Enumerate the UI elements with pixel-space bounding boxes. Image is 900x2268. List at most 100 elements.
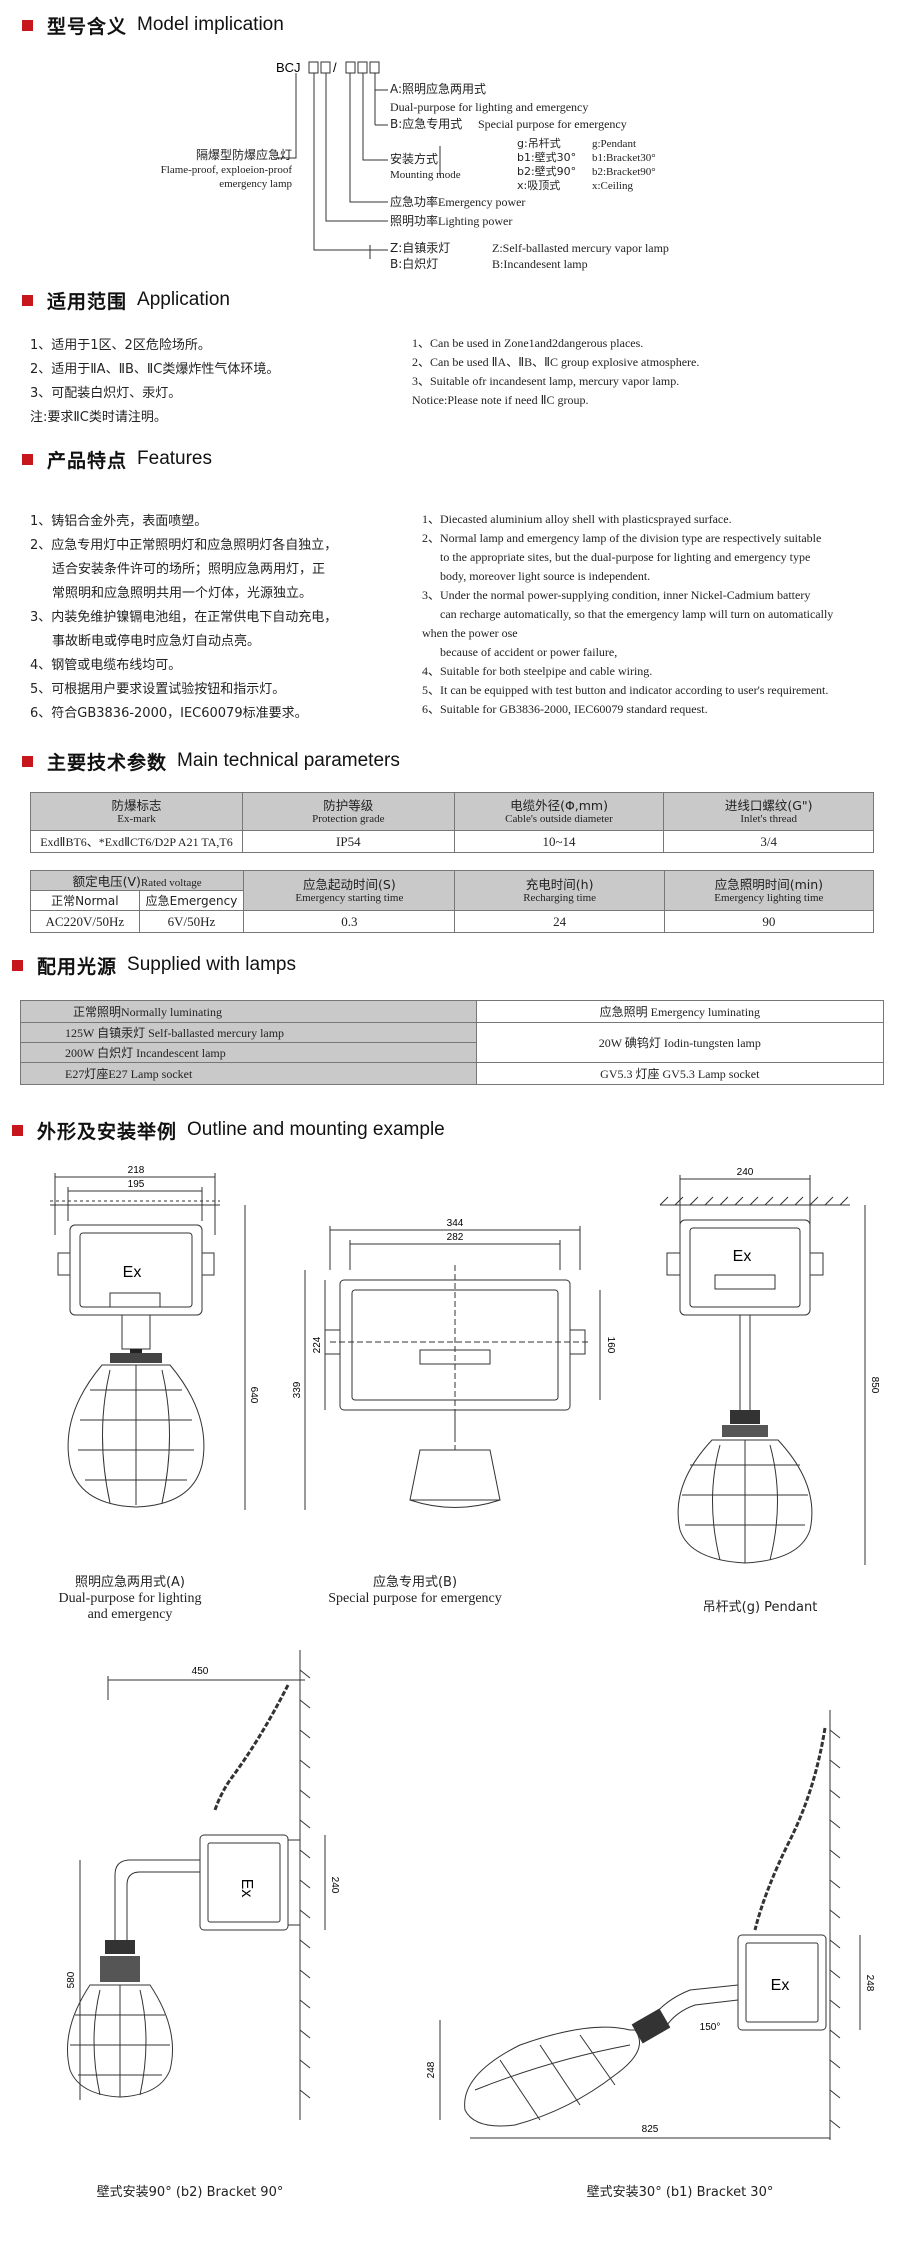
mount-b2-en: b2:Bracket90° (592, 166, 656, 178)
model-mount-en: Mounting mode (390, 169, 461, 181)
model-code-diagram: BCJ / (275, 60, 441, 259)
model-b-cn: B:应急专用式 (390, 117, 463, 131)
model-lighting-power: 照明功率Lighting power (390, 214, 512, 229)
section-header-outline: 外形及安装举例 Outline and mounting example (12, 1115, 445, 1145)
application-list-en: 1、Can be used in Zone1and2dangerous plac… (412, 334, 699, 410)
params-cell: 3/4 (663, 830, 874, 853)
header-en: Emergency lighting time (714, 891, 824, 904)
caption-en: Special purpose for emergency (328, 1591, 502, 1606)
dim-width-inner: 195 (128, 1179, 145, 1190)
header-cn: 应急照明时间(min) (714, 876, 824, 892)
params-cell: ExdⅡBT6、*ExdⅡCT6/D2P A21 TA,T6 (30, 830, 243, 853)
mount-g-cn: g:吊杆式 (517, 137, 561, 150)
caption-special-purpose: 应急专用式(B) Special purpose for emergency (285, 1575, 545, 1607)
lamp-cap (100, 1956, 140, 1982)
rated-en: Rated voltage (140, 877, 202, 889)
section-title-en: Outline and mounting example (187, 1119, 445, 1140)
drawing-dual-purpose: 218 195 Ex 640 (50, 1165, 259, 1510)
rated-voltage-header: 额定电压(V)Rated voltage (29, 870, 245, 891)
model-z-cn: Z:自镇汞灯 (390, 241, 451, 255)
lamp-collar (730, 1410, 760, 1424)
dim-width-outer: 344 (447, 1218, 464, 1229)
dim-height-inner: 160 (605, 1337, 616, 1354)
dim-height-total: 580 (66, 1971, 77, 1988)
drawing-special-purpose: 344 282 339 224 160 (292, 1218, 616, 1510)
lamps-left-cell: 200W 白炽灯 Incandescent lamp (20, 1042, 477, 1063)
ex-mark: Ex (771, 1977, 790, 1994)
feature-line-en: when the power ose (422, 626, 518, 640)
section-title-en: Features (137, 448, 212, 469)
caption-en: Dual-purpose for lighting (58, 1591, 202, 1606)
section-title-en: Model implication (137, 14, 284, 35)
section-title-cn: 主要技术参数 (47, 751, 168, 774)
angle-label: 150° (700, 2022, 721, 2033)
section-title-en: Supplied with lamps (127, 954, 296, 975)
dim-height: 850 (869, 1377, 880, 1394)
features-list-en: 1、Diecasted aluminium alloy shell with p… (422, 510, 833, 719)
header-cn: 应急起动时间(S) (303, 876, 396, 892)
model-bb-en: B:Incandesent lamp (492, 257, 588, 271)
model-name-en2: emergency lamp (219, 178, 292, 190)
caption-bracket-30: 壁式安装30° (b1) Bracket 30° (586, 2185, 774, 2200)
dim-height-total: 339 (292, 1381, 303, 1398)
caption-en: and emergency (87, 1607, 173, 1622)
feature-line-en: 6、Suitable for GB3836-2000, IEC60079 sta… (422, 702, 708, 716)
application-item-en: 3、Suitable ofr incandesent lamp, mercury… (412, 374, 680, 388)
model-bb-cn: B:白炽灯 (390, 257, 439, 271)
params-cell: 0.3 (243, 910, 456, 933)
model-z-en: Z:Self-ballasted mercury vapor lamp (492, 241, 669, 255)
lighting-power-en: Lighting power (438, 214, 513, 228)
emergency-header: 应急Emergency (138, 890, 245, 911)
params-header: 进线口螺纹(G")Inlet's thread (663, 792, 874, 831)
drawing-pendant: 240 Ex 850 (659, 1167, 880, 1565)
section-title-en: Application (137, 289, 230, 310)
emergency-power-en: Emergency power (438, 195, 526, 209)
mount-x-cn: x:吸顶式 (517, 179, 561, 192)
model-mount-cn: 安装方式 (390, 152, 439, 166)
application-item-cn: 注:要求ⅡC类时请注明。 (30, 410, 167, 425)
section-header-lamps: 配用光源 Supplied with lamps (12, 950, 296, 980)
feature-line-en: body, moreover light source is independe… (440, 569, 651, 583)
dim-height-lamp: 248 (426, 2061, 437, 2078)
model-emergency-power: 应急功率Emergency power (390, 195, 525, 210)
header-cn: 防爆标志 (111, 797, 162, 813)
section-title-cn: 配用光源 (37, 955, 118, 978)
params-cell: 24 (454, 910, 665, 933)
section-marker (22, 294, 33, 306)
mount-b1-cn: b1:壁式30° (517, 151, 577, 164)
header-en: Inlet's thread (740, 812, 798, 825)
feature-line-cn: 1、铸铝合金外壳，表面喷塑。 (30, 514, 208, 529)
feature-line-cn: 4、钢管或电缆布线均可。 (30, 658, 182, 673)
header-en: Emergency starting time (295, 891, 404, 904)
section-header-model: 型号含义 Model implication (22, 10, 284, 40)
lamp-collar (110, 1353, 162, 1363)
feature-line-cn: 5、可根据用户要求设置试验按钮和指示灯。 (30, 682, 286, 697)
header-cn: 电缆外径(Φ,mm) (510, 797, 608, 813)
dim-width: 825 (642, 2124, 659, 2135)
lamps-table: 正常照明Normally luminating 应急照明 Emergency l… (20, 1000, 885, 1085)
section-header-params: 主要技术参数 Main technical parameters (22, 746, 400, 776)
normal-header: 正常Normal (30, 890, 140, 911)
params-cell: IP54 (241, 830, 455, 853)
model-a-en: Dual-purpose for lighting and emergency (390, 100, 589, 114)
section-title-cn: 型号含义 (47, 15, 128, 38)
application-item-en: 2、Can be used ⅡA、ⅡB、ⅡC group explosive a… (412, 355, 700, 369)
model-b-en: Special purpose for emergency (478, 117, 627, 131)
mount-options-en: g:Pendant b1:Bracket30° b2:Bracket90° x:… (592, 137, 656, 193)
section-header-features: 产品特点 Features (22, 444, 212, 474)
section-title-cn: 外形及安装举例 (37, 1120, 178, 1143)
params-cell: 6V/50Hz (138, 910, 245, 933)
model-name-block: 隔爆型防爆应急灯 Flame-proof, exploeion-proof em… (120, 148, 292, 191)
feature-line-en: 1、Diecasted aluminium alloy shell with p… (422, 512, 732, 526)
dim-height: 640 (248, 1387, 259, 1404)
application-item-cn: 3、可配装白炽灯、汞灯。 (30, 386, 182, 401)
params-header: 电缆外径(Φ,mm)Cable's outside diameter (453, 792, 665, 831)
caption-cn: 照明应急两用式(A) (74, 1575, 186, 1590)
dim-width: 450 (192, 1666, 209, 1677)
feature-line-cn: 事故断电或停电时应急灯自动点亮。 (52, 634, 261, 649)
feature-line-en: because of accident or power failure, (440, 645, 618, 659)
header-cn: 充电时间(h) (525, 876, 594, 892)
